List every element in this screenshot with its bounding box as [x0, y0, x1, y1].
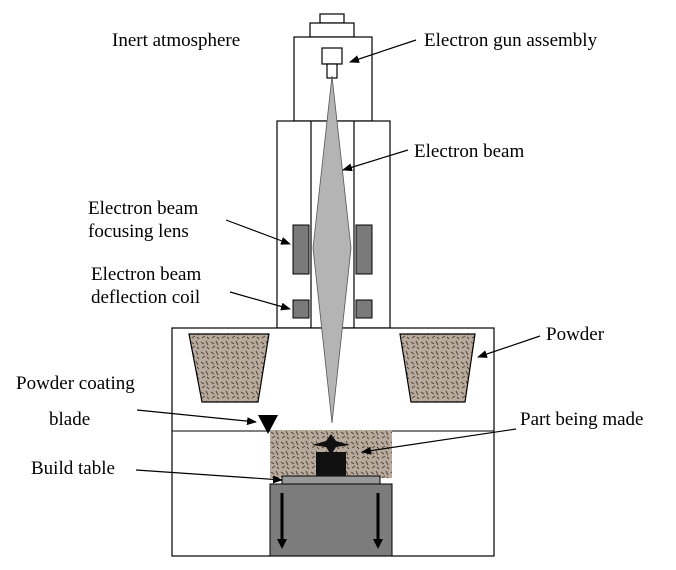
powder-hopper-left: [188, 333, 270, 403]
cathode: [321, 47, 343, 65]
leader-arrows: [135, 39, 541, 484]
arrow-powder-coating-blade: [136, 409, 257, 426]
arrow-build-table: [135, 469, 283, 484]
piston-arrow-left-head: [277, 539, 287, 549]
label-focusing-lens-line1: Electron beam: [88, 198, 198, 219]
label-build-table: Build table: [31, 458, 115, 479]
cathode-tip: [326, 63, 338, 79]
focusing-lens-right: [355, 224, 373, 275]
label-part-being-made: Part being made: [520, 409, 643, 430]
electron-beam: [312, 75, 352, 424]
label-powder: Powder: [546, 324, 605, 345]
label-electron-gun-assembly: Electron gun assembly: [424, 30, 598, 51]
label-focusing-lens-line2: focusing lens: [88, 221, 189, 242]
deflection-coil-left: [292, 299, 310, 319]
gun-top-block: [309, 22, 355, 38]
build-chamber: [171, 327, 495, 557]
gun-cap: [319, 13, 345, 24]
label-powder-coating-line2: blade: [49, 409, 90, 430]
label-inert-atmosphere: Inert atmosphere: [112, 30, 240, 51]
piston-arrow-right-head: [373, 539, 383, 549]
arrow-part-being-made: [361, 428, 517, 455]
arrow-powder: [477, 335, 541, 358]
label-powder-coating-line1: Powder coating: [16, 373, 135, 394]
deflection-coil-right: [355, 299, 373, 319]
labels: Inert atmosphere Electron gun assembly E…: [16, 30, 643, 479]
powder-hopper-right: [399, 333, 476, 403]
arrow-deflection-coil: [229, 291, 291, 311]
label-deflection-coil-line2: deflection coil: [91, 287, 200, 308]
build-table: [281, 475, 381, 485]
label-deflection-coil-line1: Electron beam: [91, 264, 201, 285]
arrow-electron-beam: [342, 149, 409, 172]
build-cylinder: [269, 483, 393, 557]
powder-coating-blade: [258, 415, 278, 434]
part-top: [312, 434, 350, 455]
part-being-made: [316, 452, 346, 476]
arrow-focusing-lens: [225, 219, 291, 245]
arrow-electron-gun: [349, 39, 417, 63]
focusing-lens-left: [292, 224, 310, 275]
label-electron-beam: Electron beam: [414, 141, 524, 162]
